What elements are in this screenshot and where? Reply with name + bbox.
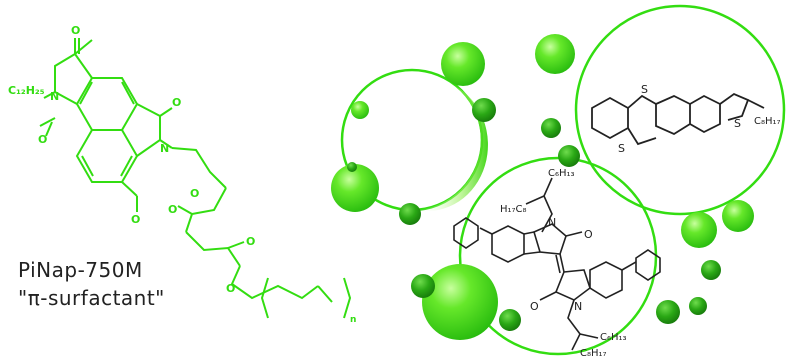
sphere	[722, 200, 754, 232]
pinap-o-8: O	[226, 282, 235, 295]
dntt-sulfur-1: S	[641, 83, 648, 96]
pinap-o-4: O	[131, 213, 140, 226]
sphere	[681, 212, 717, 248]
isoindigo-o-top: O	[584, 228, 593, 241]
sphere	[535, 34, 575, 74]
pinap-o-5: O	[190, 187, 199, 200]
isoindigo-labels: C₆H₁₃ H₁₇C₈ N O O N C₆H₁₃ C₈H₁₇	[500, 168, 627, 358]
sphere	[331, 164, 379, 212]
sphere	[472, 98, 496, 122]
sphere	[422, 264, 498, 340]
isoindigo-n-top: N	[548, 216, 556, 229]
left-ring-crescent	[418, 86, 488, 211]
isoindigo-structure	[453, 177, 661, 351]
sphere	[351, 101, 369, 119]
spheres	[331, 34, 754, 340]
sphere	[399, 203, 421, 225]
dntt-alkyl: C₈H₁₇	[754, 116, 781, 127]
sphere	[656, 300, 680, 324]
dntt-sulfur-2: S	[618, 142, 625, 155]
isoindigo-alkyl-top-a: C₆H₁₃	[548, 168, 575, 179]
molecule-name: PiNap-750M	[18, 258, 143, 282]
sphere	[689, 297, 707, 315]
dntt-sulfur-3: S	[734, 117, 741, 130]
sphere	[347, 162, 357, 172]
sphere	[441, 42, 485, 86]
pinap-o-1: O	[71, 24, 80, 37]
pinap-o-6: O	[168, 203, 177, 216]
pinap-o-7: O	[246, 235, 255, 248]
pinap-atom-labels: C₁₂H₂₅ N N O O O O O O O O n	[8, 24, 356, 325]
dntt-labels: S S S C₈H₁₇	[618, 83, 781, 155]
pinap-n-right: N	[160, 142, 169, 155]
isoindigo-alkyl-top-b: H₁₇C₈	[500, 204, 527, 215]
pinap-alkyl-label: C₁₂H₂₅	[8, 84, 45, 97]
molecule-subtitle: "π-surfactant"	[18, 286, 165, 310]
pinap-o-3: O	[172, 96, 181, 109]
sphere	[411, 274, 435, 298]
isoindigo-alkyl-bottom-a: C₆H₁₃	[600, 332, 627, 343]
pinap-o-2: O	[38, 133, 47, 146]
right-assembly-ring	[574, 4, 786, 216]
isoindigo-o-bottom: O	[530, 300, 539, 313]
dntt-thiophene-structure	[591, 92, 765, 146]
sphere	[541, 118, 561, 138]
isoindigo-n-bottom: N	[574, 300, 582, 313]
peg-repeat-n: n	[350, 315, 356, 325]
pinap-structure	[39, 38, 352, 319]
pinap-n-left: N	[50, 90, 59, 103]
sphere	[499, 309, 521, 331]
isoindigo-alkyl-bottom-b: C₈H₁₇	[580, 348, 607, 358]
sphere	[701, 260, 721, 280]
sphere	[558, 145, 580, 167]
